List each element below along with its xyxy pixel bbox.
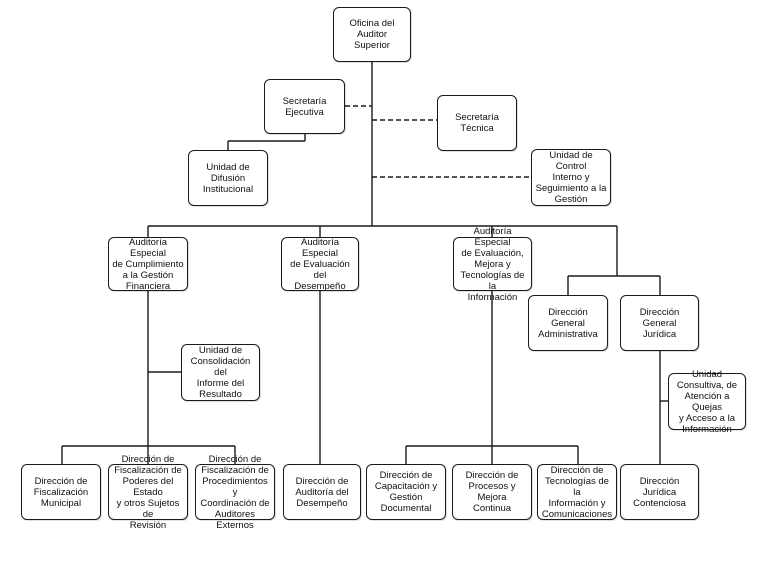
node-label: Dirección de Fiscalización Municipal — [33, 475, 89, 509]
node-direccion-fiscalizacion-municipal: Dirección de Fiscalización Municipal — [21, 464, 101, 520]
node-label: Secretaría Ejecutiva — [282, 95, 327, 118]
node-unidad-consultiva: Unidad Consultiva, de Atención a Quejas … — [668, 369, 746, 435]
node-label: Dirección de Capacitación y Gestión Docu… — [374, 470, 438, 514]
node-direccion-capacitacion: Dirección de Capacitación y Gestión Docu… — [366, 464, 446, 520]
node-auditoria-evaluacion-mejora: Auditoría Especial de Evaluación, Mejora… — [453, 226, 532, 303]
node-label: Unidad de Difusión Institucional — [202, 161, 254, 195]
node-label: Unidad de Consolidación del Informe del … — [190, 345, 251, 400]
node-unidad-consolidacion: Unidad de Consolidación del Informe del … — [181, 344, 260, 401]
node-unidad-control-interno: Unidad de Control Interno y Seguimiento … — [531, 149, 611, 206]
node-label: Dirección de Fiscalización de Poderes de… — [114, 453, 182, 531]
node-direccion-fiscalizacion-procedimientos: Dirección de Fiscalización de Procedimie… — [195, 454, 275, 531]
node-direccion-tecnologias: Dirección de Tecnologías de la Informaci… — [537, 464, 617, 520]
node-label: Dirección General Administrativa — [538, 306, 598, 340]
node-direccion-fiscalizacion-poderes: Dirección de Fiscalización de Poderes de… — [108, 454, 188, 531]
node-direccion-juridica-contenciosa: Dirección Jurídica Contenciosa — [620, 464, 699, 520]
node-direccion-general-administrativa: Dirección General Administrativa — [528, 295, 608, 351]
node-secretaria-ejecutiva: Secretaría Ejecutiva — [264, 79, 345, 134]
node-auditoria-desempeno: Auditoría Especial de Evaluación del Des… — [281, 236, 359, 292]
node-label: Dirección de Procesos y Mejora Continua — [465, 470, 519, 514]
node-label: Unidad Consultiva, de Atención a Quejas … — [676, 368, 738, 435]
node-label: Dirección de Tecnologías de la Informaci… — [541, 464, 613, 520]
node-label: Auditoría Especial de Evaluación, Mejora… — [460, 225, 525, 303]
node-direccion-procesos-mejora: Dirección de Procesos y Mejora Continua — [452, 464, 532, 520]
node-label: Dirección de Fiscalización de Procedimie… — [200, 453, 270, 531]
node-secretaria-tecnica: Secretaría Técnica — [437, 95, 517, 151]
node-label: Unidad de Control Interno y Seguimiento … — [535, 150, 607, 205]
node-auditoria-cumplimiento: Auditoría Especial de Cumplimiento a la … — [108, 236, 188, 292]
node-oficina-auditor-superior: Oficina del Auditor Superior — [333, 7, 411, 62]
node-label: Auditoría Especial de Cumplimiento a la … — [112, 236, 184, 292]
node-label: Dirección General Jurídica — [639, 306, 680, 340]
node-direccion-general-juridica: Dirección General Jurídica — [620, 295, 699, 351]
node-unidad-difusion: Unidad de Difusión Institucional — [188, 150, 268, 206]
node-label: Dirección Jurídica Contenciosa — [633, 475, 686, 509]
node-label: Secretaría Técnica — [455, 112, 499, 134]
node-label: Auditoría Especial de Evaluación del Des… — [290, 236, 350, 292]
node-label: Dirección de Auditoría del Desempeño — [295, 475, 349, 509]
node-label: Oficina del Auditor Superior — [349, 18, 395, 51]
node-direccion-auditoria-desempeno: Dirección de Auditoría del Desempeño — [283, 464, 361, 520]
